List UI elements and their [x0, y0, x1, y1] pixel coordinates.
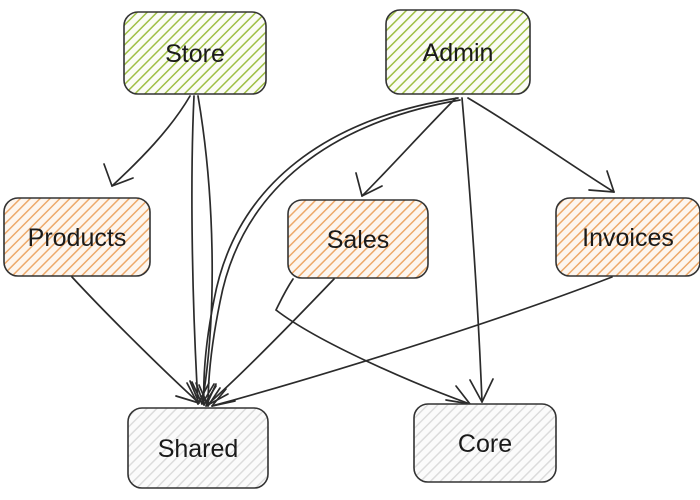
- edge-line: [202, 97, 459, 406]
- edge-line: [207, 99, 461, 407]
- node-admin[interactable]: Admin: [385, 9, 531, 95]
- edge-sales-to-core: [274, 278, 471, 405]
- arrowhead-icon: [355, 172, 383, 197]
- arrowhead-icon: [103, 163, 134, 187]
- node-invoices[interactable]: Invoices: [555, 197, 700, 277]
- node-box[interactable]: [123, 11, 267, 95]
- edge-line: [71, 276, 200, 404]
- edge-line: [197, 95, 214, 405]
- node-core[interactable]: Core: [413, 403, 557, 483]
- arrowhead-icon: [469, 378, 494, 403]
- node-box[interactable]: [385, 9, 531, 95]
- node-box[interactable]: [287, 199, 429, 279]
- edge-line: [191, 95, 199, 405]
- node-store[interactable]: Store: [123, 11, 267, 95]
- edge-store-to-products: [103, 95, 191, 187]
- arrowhead-icon: [211, 388, 236, 407]
- node-box[interactable]: [555, 197, 700, 277]
- edge-line: [461, 97, 483, 403]
- edge-line: [361, 97, 457, 197]
- edge-admin-to-invoices: [467, 97, 615, 193]
- node-sales[interactable]: Sales: [287, 199, 429, 279]
- edge-layer: [71, 95, 615, 407]
- node-box[interactable]: [127, 407, 269, 489]
- edge-admin-to-core: [461, 97, 494, 403]
- arrowhead-icon: [175, 380, 200, 404]
- edge-sales-to-shared: [205, 278, 335, 407]
- edge-products-to-shared: [71, 276, 200, 404]
- node-box[interactable]: [3, 197, 151, 277]
- edge-invoices-to-shared: [211, 276, 613, 407]
- edge-line: [274, 278, 471, 405]
- edge-admin-to-sales: [355, 97, 457, 197]
- edge-line: [211, 276, 613, 407]
- arrowhead-icon: [445, 385, 471, 405]
- arrowhead-icon: [588, 170, 615, 193]
- node-shared[interactable]: Shared: [127, 407, 269, 489]
- node-box[interactable]: [413, 403, 557, 483]
- edge-line: [467, 97, 615, 193]
- edge-line: [111, 95, 191, 187]
- edge-line: [205, 278, 335, 407]
- node-products[interactable]: Products: [3, 197, 151, 277]
